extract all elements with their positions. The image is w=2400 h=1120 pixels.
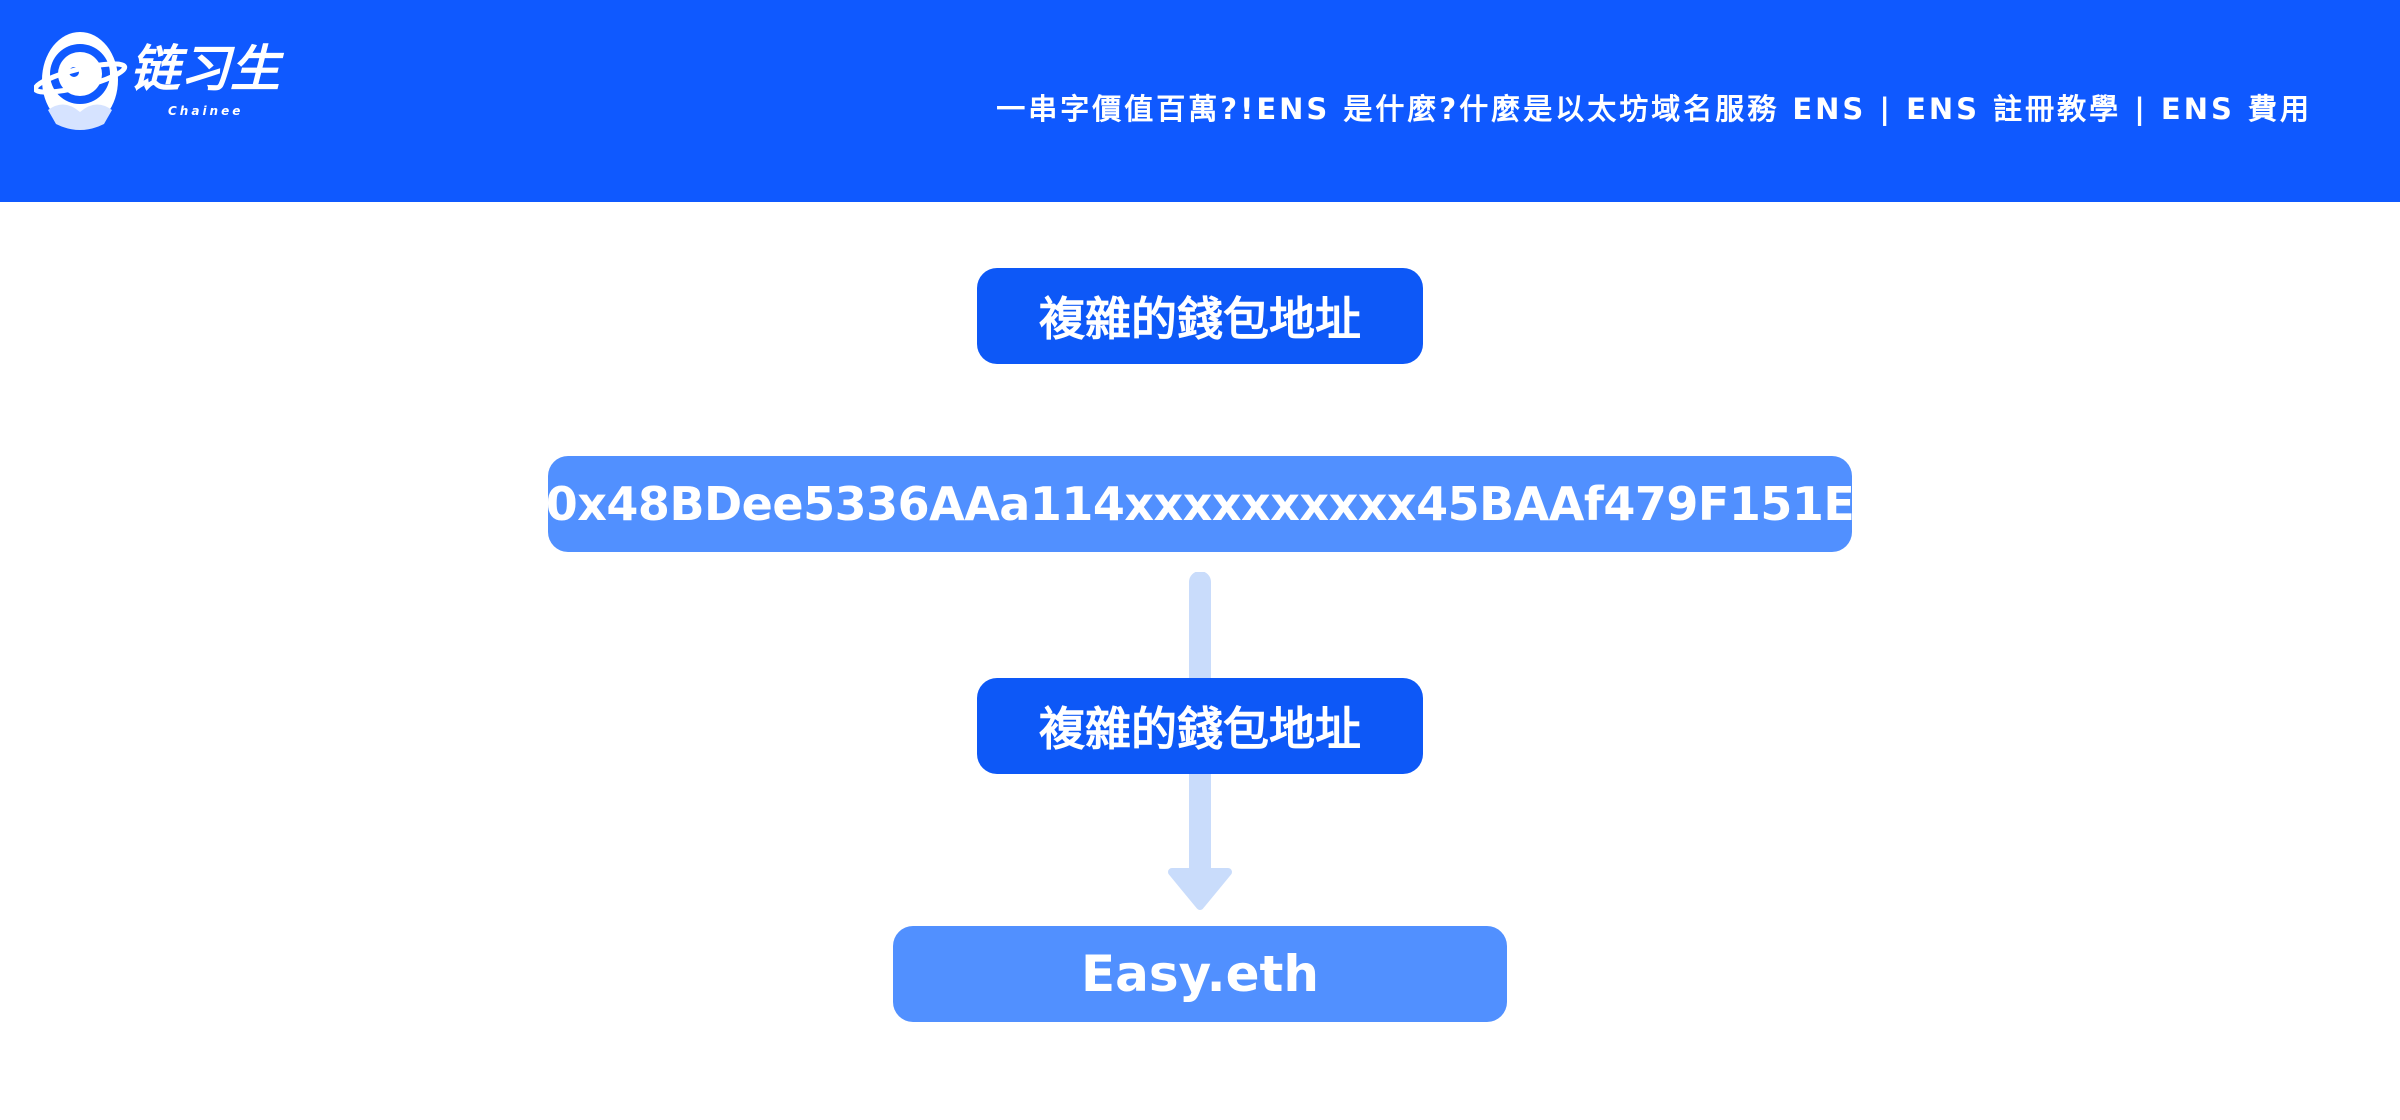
complex-wallet-label-middle: 複雜的錢包地址 <box>977 678 1423 774</box>
logo-wordmark: 链习生 <box>130 40 285 98</box>
header-bar: 链习生 Chainee 一串字價值百萬?!ENS 是什麼?什麼是以太坊域名服務 … <box>0 0 2400 202</box>
article-title: 一串字價值百萬?!ENS 是什麼?什麼是以太坊域名服務 ENS | ENS 註冊… <box>996 92 2312 126</box>
logo-subtext: Chainee <box>168 104 243 118</box>
ens-name-box: Easy.eth <box>893 926 1507 1022</box>
chainee-logo[interactable]: 链习生 Chainee <box>34 28 294 138</box>
chainee-astronaut-logo-icon: 链习生 Chainee <box>34 32 285 130</box>
complex-wallet-label-top: 複雜的錢包地址 <box>977 268 1423 364</box>
ens-flow-diagram: 複雜的錢包地址 0x48BDee5336AAa114xxxxxxxxxx45BA… <box>0 202 2400 1120</box>
wallet-address-box: 0x48BDee5336AAa114xxxxxxxxxx45BAAf479F15… <box>546 456 1855 552</box>
